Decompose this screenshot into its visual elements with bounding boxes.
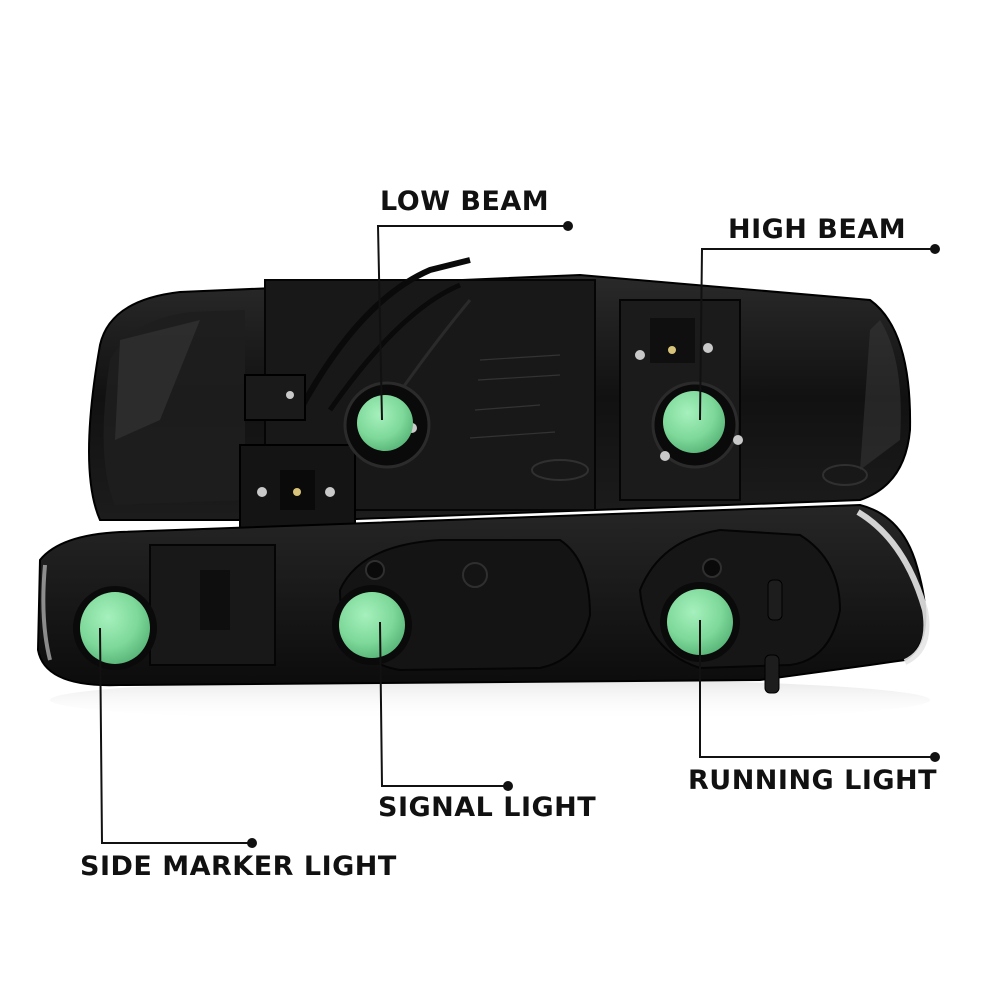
signal-leader <box>379 621 508 787</box>
signal-leader-dot <box>503 781 513 791</box>
low-beam-label: LOW BEAM <box>380 186 550 217</box>
low-beam-bulb-cap <box>357 395 413 451</box>
upper-headlight-housing <box>88 257 912 541</box>
side-marker-leader-dot <box>247 838 257 848</box>
high-beam-leader <box>699 248 935 421</box>
high-beam-bulb-cap <box>663 391 725 453</box>
leader-endpoints <box>247 221 940 848</box>
signal-bulb-cap <box>339 592 405 658</box>
signal-light-label: SIGNAL LIGHT <box>378 792 597 823</box>
high-beam-leader-dot <box>930 244 940 254</box>
leader-lines <box>99 225 935 844</box>
running-leader <box>699 620 935 758</box>
lower-headlight-housing <box>36 503 930 694</box>
side-marker-bulb-cap <box>80 592 150 664</box>
floor-reflection <box>50 678 930 722</box>
side-marker-leader <box>99 627 252 844</box>
running-leader-dot <box>930 752 940 762</box>
high-beam-label: HIGH BEAM <box>728 214 907 245</box>
low-beam-leader <box>376 225 568 421</box>
low-beam-leader-dot <box>563 221 573 231</box>
side-marker-light-label: SIDE MARKER LIGHT <box>80 851 397 882</box>
running-light-label: RUNNING LIGHT <box>688 765 938 796</box>
